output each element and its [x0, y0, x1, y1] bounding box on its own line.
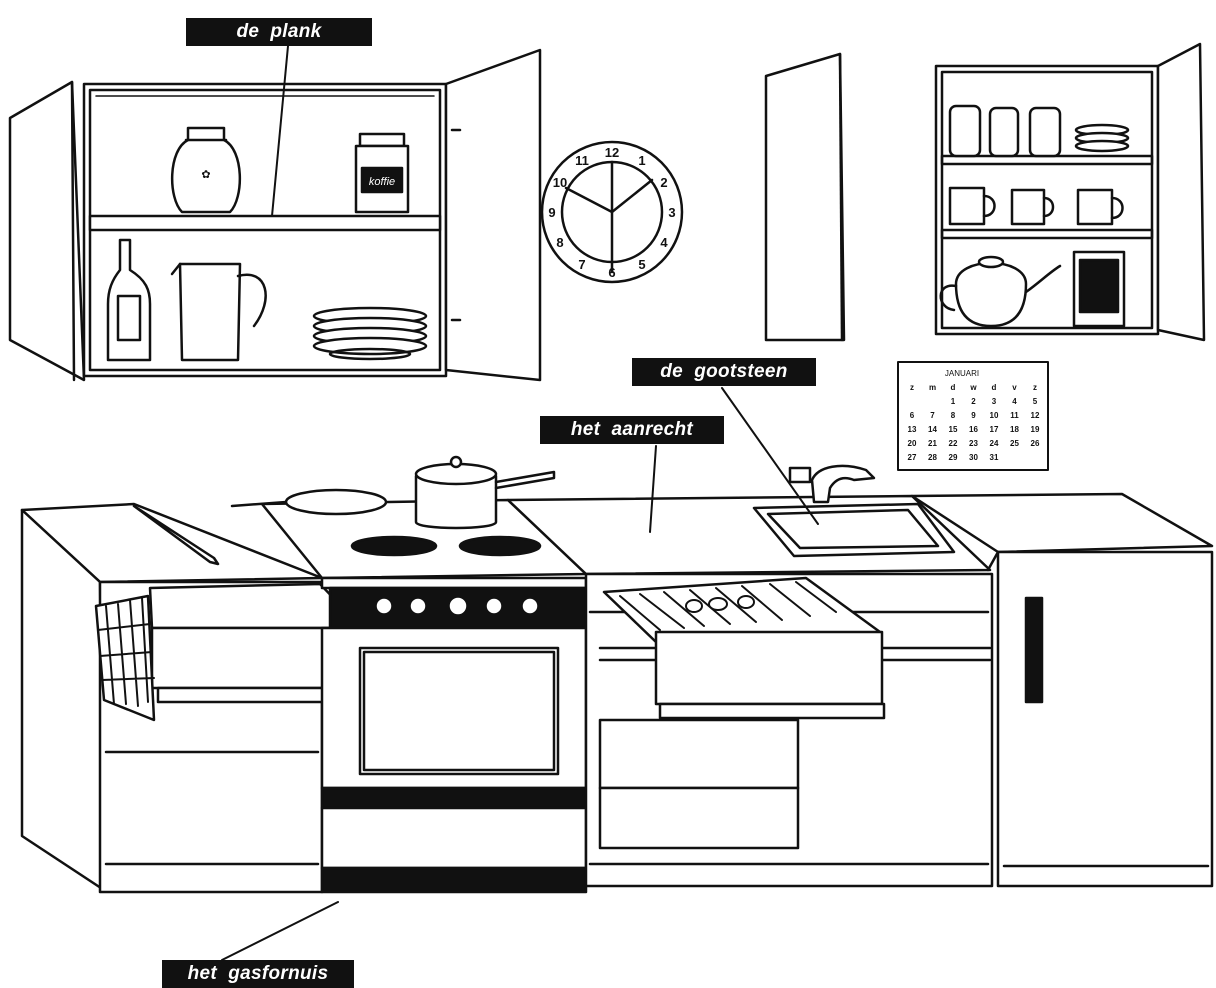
calendar-day: 21: [928, 439, 937, 448]
tea-box: [1074, 252, 1124, 326]
right-wall-cabinet: [766, 44, 1204, 340]
clock-numeral: 9: [548, 205, 555, 220]
clock-numeral: 10: [553, 175, 567, 190]
clock-numeral: 1: [638, 153, 645, 168]
calendar-day: 3: [992, 397, 997, 406]
calendar-weekday: w: [969, 383, 977, 392]
calendar-day: 16: [969, 425, 978, 434]
calendar-day: 5: [1033, 397, 1038, 406]
calendar-day: 23: [969, 439, 978, 448]
clock-numeral: 3: [668, 205, 675, 220]
calendar-day: 29: [949, 453, 958, 462]
frying-pan: [232, 490, 386, 514]
canister: [950, 106, 980, 156]
fridge-handle: [1026, 598, 1042, 702]
calendar-day: 7: [930, 411, 935, 420]
calendar-day: 4: [1012, 397, 1017, 406]
clock-numeral: 12: [605, 145, 619, 160]
calendar-day: 18: [1010, 425, 1019, 434]
label-het-gasfornuis: het gasfornuis: [162, 960, 354, 988]
calendar-day: 25: [1010, 439, 1019, 448]
canister: [1030, 108, 1060, 156]
calendar-weekday: z: [910, 383, 914, 392]
calendar-day: 26: [1031, 439, 1040, 448]
left-wall-cabinet: ✿ koffie: [10, 50, 540, 380]
clock-numeral: 7: [578, 257, 585, 272]
calendar-day: 8: [951, 411, 956, 420]
calendar-day: 30: [969, 453, 978, 462]
calendar-day: 12: [1031, 411, 1040, 420]
saucer-stack: [1076, 125, 1128, 151]
clock-numeral: 2: [660, 175, 667, 190]
clock-numeral: 5: [638, 257, 645, 272]
calendar-day: 6: [910, 411, 915, 420]
svg-text:✿: ✿: [201, 169, 210, 181]
calendar-day: 10: [990, 411, 999, 420]
calendar-header: JANUARI: [945, 369, 979, 378]
coffee-jar-label: koffie: [369, 176, 395, 188]
calendar-weekday: m: [929, 383, 936, 392]
calendar-day: 15: [949, 425, 958, 434]
calendar-day: 11: [1010, 411, 1019, 420]
coffee-jar: koffie: [356, 134, 408, 212]
shelf: [90, 216, 440, 230]
calendar-weekday: d: [951, 383, 956, 392]
calendar-weekday: v: [1012, 383, 1017, 392]
clock-numeral: 11: [575, 153, 589, 168]
label-de-plank: de plank: [186, 18, 372, 46]
calendar-day: 28: [928, 453, 937, 462]
clock-numeral: 6: [608, 265, 615, 280]
clock-numeral: 4: [660, 235, 668, 250]
canister: [990, 108, 1018, 156]
calendar-day: 14: [928, 425, 937, 434]
clock-numeral: 8: [556, 235, 563, 250]
calendar-weekday: z: [1033, 383, 1037, 392]
tea-towel: [96, 596, 154, 720]
stove-plinth: [322, 868, 586, 892]
calendar-day: 17: [990, 425, 999, 434]
calendar-weekday: d: [992, 383, 997, 392]
calendar-day: 20: [908, 439, 917, 448]
calendar-day: 22: [949, 439, 958, 448]
calendar-day: 13: [908, 425, 917, 434]
cutlery-drawer: [656, 632, 882, 704]
calendar-day: 31: [990, 453, 999, 462]
label-de-gootsteen: de gootsteen: [632, 358, 816, 386]
label-het-aanrecht: het aanrecht: [540, 416, 724, 444]
calendar-day: 19: [1031, 425, 1040, 434]
calendar-day: 24: [990, 439, 999, 448]
calendar-day: 9: [971, 411, 976, 420]
oven-door-window: [364, 652, 554, 770]
calendar-day: 1: [951, 397, 956, 406]
calendar-day: 27: [908, 453, 917, 462]
plate-stack: [314, 308, 426, 359]
calendar-day: 2: [971, 397, 976, 406]
